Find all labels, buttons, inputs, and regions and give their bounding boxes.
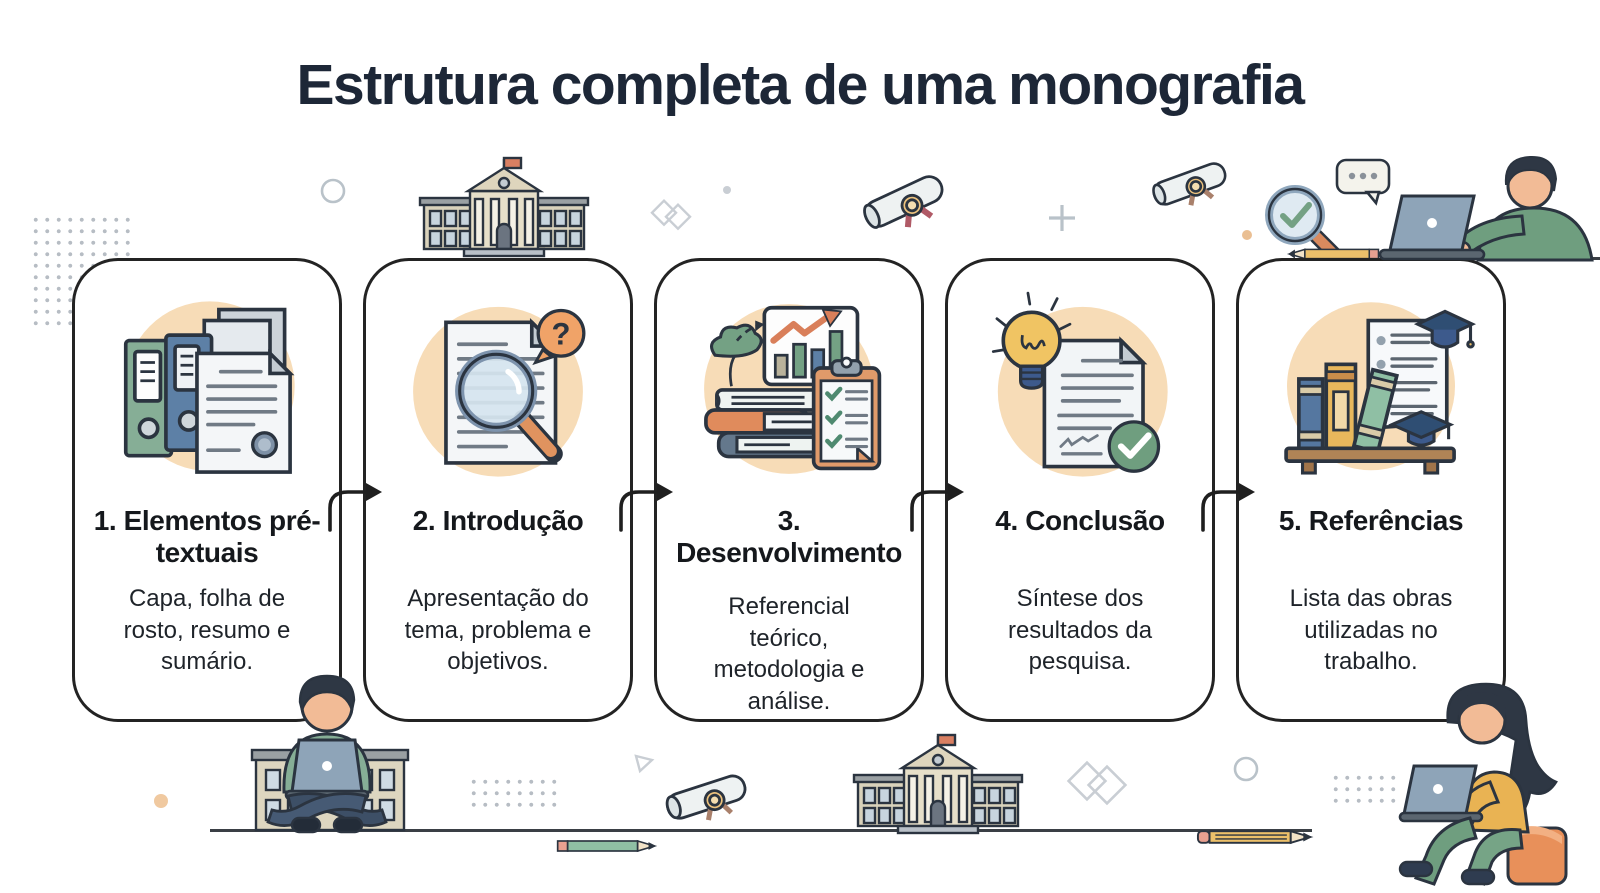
pencil-icon <box>1196 829 1314 845</box>
diamond-outline-bottom <box>1066 760 1128 806</box>
svg-text:?: ? <box>552 316 571 351</box>
bookshelf-gradcap-icon <box>1266 283 1477 495</box>
pencil-icon <box>556 839 658 853</box>
speech-bubble-icon <box>1335 158 1391 206</box>
woman-on-pouf-laptop-icon <box>1398 682 1568 886</box>
lightbulb <box>991 291 1072 390</box>
diploma-scroll-icon <box>665 774 747 821</box>
step-description: Referencial teórico, metodologia e análi… <box>713 593 865 716</box>
page-title: Estrutura completa de uma monografia <box>296 53 1305 117</box>
step-description: Lista das obras utilizadas no trabalho. <box>1289 585 1453 676</box>
dot-orange-bottom <box>154 794 168 808</box>
step-card-5: 5. Referências Lista das obras utilizada… <box>1236 258 1506 722</box>
books-chart-checklist-icon <box>684 283 894 495</box>
step-card-2: ? 2. Introdução Apresentação do tema, pr… <box>363 258 633 722</box>
diamond-outline-top <box>650 198 692 231</box>
step-title: 1. Elementos pré-textuais <box>93 505 321 569</box>
dot-orange-top <box>1242 230 1252 240</box>
graduation-cap-shelf <box>1388 410 1455 447</box>
circle-outline-top <box>320 178 346 204</box>
flow-arrow-2 <box>619 483 673 532</box>
diploma-scroll-icon <box>1152 162 1227 206</box>
step-title: 2. Introdução <box>412 505 584 536</box>
step-description: Apresentação do tema, problema e objetiv… <box>404 585 592 676</box>
university-building-icon <box>852 733 1024 835</box>
person-at-laptop-icon <box>1378 155 1594 262</box>
flow-arrow-4 <box>1201 483 1255 532</box>
flow-arrow-3 <box>910 483 964 532</box>
ground-line <box>210 829 1312 832</box>
question-bubble: ? <box>532 308 586 366</box>
step-title: 5. Referências <box>1278 505 1464 536</box>
dots-grid-bottom-left <box>468 776 560 810</box>
dots-grid-bottom-right <box>1330 772 1396 804</box>
diploma-scroll-icon <box>863 175 944 229</box>
triangle-outline <box>634 754 655 774</box>
tree-sprout <box>709 320 765 387</box>
step-description: Capa, folha de rosto, resumo e sumário. <box>123 585 291 676</box>
step-title: 4. Conclusão <box>995 505 1165 536</box>
step-card-1: 1. Elementos pré-textuais Capa, folha de… <box>72 258 342 722</box>
graduation-cap-top <box>1413 309 1477 349</box>
person-sitting-laptop-icon <box>266 674 388 834</box>
binders-and-documents-icon <box>102 283 312 495</box>
flow-arrow-1 <box>328 483 382 532</box>
idea-document-check-icon <box>975 283 1185 495</box>
step-title: 3. Desenvolvimento <box>676 505 902 569</box>
step-card-4: 4. Conclusão Síntese dos resultados da p… <box>945 258 1215 722</box>
circle-outline-bottom <box>1233 756 1259 782</box>
document-magnifier-question-icon: ? <box>393 283 603 495</box>
clipboard <box>811 356 882 471</box>
step-card-3: 3. Desenvolvimento Referencial teórico, … <box>654 258 924 722</box>
check-circle <box>1107 420 1161 473</box>
university-building-icon <box>418 156 590 258</box>
step-description: Síntese dos resultados da pesquisa. <box>1007 585 1153 676</box>
plus-sign <box>1049 205 1075 231</box>
dot-gray-top <box>723 186 731 194</box>
